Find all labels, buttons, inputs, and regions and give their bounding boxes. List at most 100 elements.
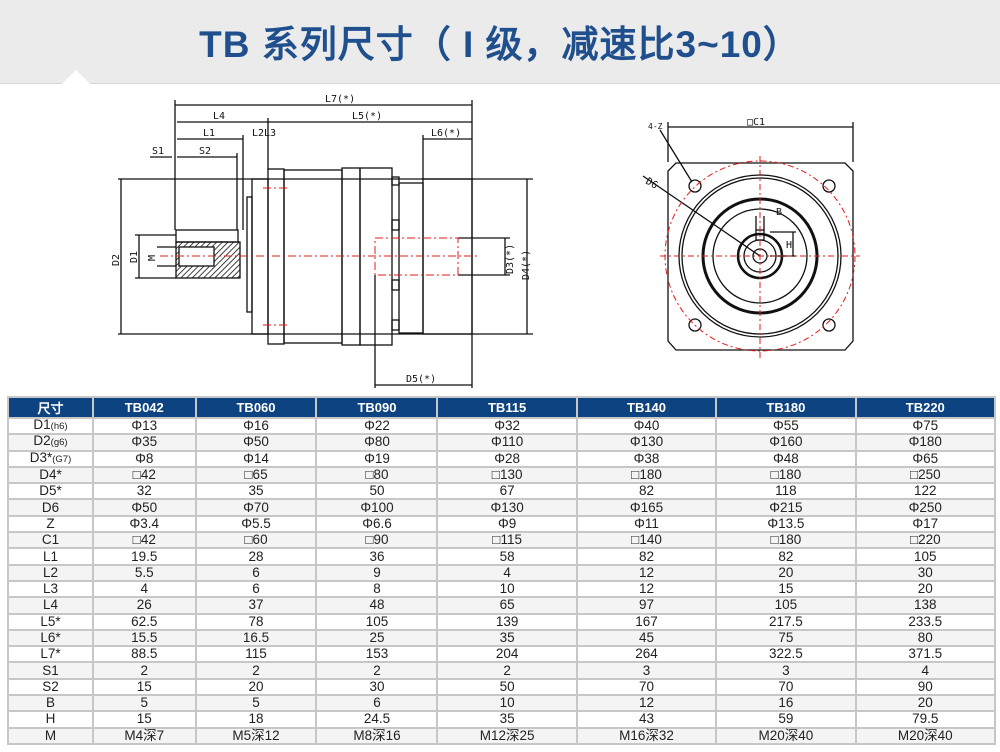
table-cell: 10 <box>436 694 578 713</box>
table-cell: 5.5 <box>92 563 197 582</box>
table-cell: Φ8 <box>92 449 197 468</box>
table-cell: 10 <box>436 579 578 599</box>
table-cell: 65 <box>436 596 578 615</box>
row-label-text: D5* <box>39 483 62 499</box>
table-cell: Φ75 <box>854 416 997 436</box>
table-cell: Φ130 <box>436 498 578 517</box>
table-cell: Φ3.4 <box>92 514 197 534</box>
row-label-text: L7* <box>40 646 61 662</box>
label-d4: D4(*) <box>521 250 532 280</box>
column-header-model: TB180 <box>715 396 857 419</box>
row-label: D3*(G7) <box>7 449 94 468</box>
row-label-tolerance: (h6) <box>50 421 68 433</box>
table-cell: M4深7 <box>92 726 197 745</box>
table-cell: 233.5 <box>854 612 997 631</box>
table-cell: M12深25 <box>436 726 578 745</box>
row-label-tolerance: (g6) <box>50 437 68 449</box>
row-label: D4* <box>7 465 94 485</box>
column-header-model: TB060 <box>194 396 318 419</box>
row-label-text: D4* <box>39 467 62 483</box>
row-label-text: D1 <box>33 417 51 433</box>
row-label: H <box>7 710 94 729</box>
row-label: D2(g6) <box>7 433 94 452</box>
table-cell: 16.5 <box>194 628 318 648</box>
table-cell: M20深40 <box>715 726 857 745</box>
table-cell: 58 <box>436 547 578 566</box>
row-label: L7* <box>7 645 94 664</box>
table-cell: 19.5 <box>92 547 197 566</box>
table-cell: Φ110 <box>436 433 578 452</box>
label-d3: D3(*) <box>505 244 516 274</box>
table-cell: Φ250 <box>854 498 997 517</box>
table-cell: 28 <box>194 547 318 566</box>
table-cell: Φ17 <box>854 514 997 534</box>
table-cell: 139 <box>436 612 578 631</box>
table-cell: 88.5 <box>92 645 197 664</box>
row-label: L4 <box>7 596 94 615</box>
table-cell: 3 <box>715 661 857 680</box>
table-row: C1□42□60□90□115□140□180□220 <box>7 531 997 550</box>
row-label: D5* <box>7 482 94 501</box>
table-cell: □80 <box>315 465 439 485</box>
table-cell: 26 <box>92 596 197 615</box>
column-header-dimension: 尺寸 <box>7 396 94 419</box>
table-cell: 20 <box>854 579 997 599</box>
label-d5: D5(*) <box>406 374 436 385</box>
label-d1: D1 <box>129 251 140 263</box>
table-cell: Φ55 <box>715 416 857 436</box>
table-cell: □180 <box>575 465 718 485</box>
row-label: D1(h6) <box>7 416 94 436</box>
table-cell: 62.5 <box>92 612 197 631</box>
row-label-text: M <box>44 727 57 743</box>
table-cell: Φ215 <box>715 498 857 517</box>
table-cell: □90 <box>315 531 439 550</box>
table-cell: 75 <box>715 628 857 648</box>
label-h: H <box>786 240 792 251</box>
table-cell: Φ22 <box>315 416 439 436</box>
table-cell: □65 <box>194 465 318 485</box>
table-cell: 82 <box>575 547 718 566</box>
table-cell: □42 <box>92 465 197 485</box>
table-cell: 6 <box>194 579 318 599</box>
table-row: D4*□42□65□80□130□180□180□250 <box>7 465 997 485</box>
table-cell: 20 <box>194 677 318 697</box>
table-cell: 2 <box>194 661 318 680</box>
row-label-text: C1 <box>41 532 60 548</box>
column-header-model: TB090 <box>315 396 439 419</box>
table-cell: 50 <box>436 677 578 697</box>
table-cell: 167 <box>575 612 718 631</box>
dimension-drawing: L7(*) L4 L5(*) L1 L2L3 L6(*) S1 S2 D2 D1… <box>111 94 860 388</box>
table-cell: Φ5.5 <box>194 514 318 534</box>
table-cell: Φ6.6 <box>315 514 439 534</box>
table-cell: Φ13.5 <box>715 514 857 534</box>
table-cell: 70 <box>715 677 857 697</box>
row-label-text: H <box>45 711 56 727</box>
table-cell: □180 <box>715 531 857 550</box>
label-c1: □C1 <box>747 117 765 128</box>
row-label-tolerance: (G7) <box>52 453 72 465</box>
table-cell: 4 <box>854 661 997 680</box>
label-s1: S1 <box>152 146 164 157</box>
table-cell: 43 <box>575 710 718 729</box>
table-cell: 78 <box>194 612 318 631</box>
row-label: S1 <box>7 661 94 680</box>
table-cell: 16 <box>715 694 857 713</box>
label-d2: D2 <box>111 254 122 266</box>
table-cell: 24.5 <box>315 710 439 729</box>
label-l1: L1 <box>203 128 215 139</box>
table-cell: Φ160 <box>715 433 857 452</box>
table-cell: 20 <box>715 563 857 582</box>
table-cell: 105 <box>715 596 857 615</box>
table-cell: 15 <box>92 710 197 729</box>
table-cell: 70 <box>575 677 718 697</box>
table-cell: M16深32 <box>575 726 718 745</box>
table-cell: 45 <box>575 628 718 648</box>
